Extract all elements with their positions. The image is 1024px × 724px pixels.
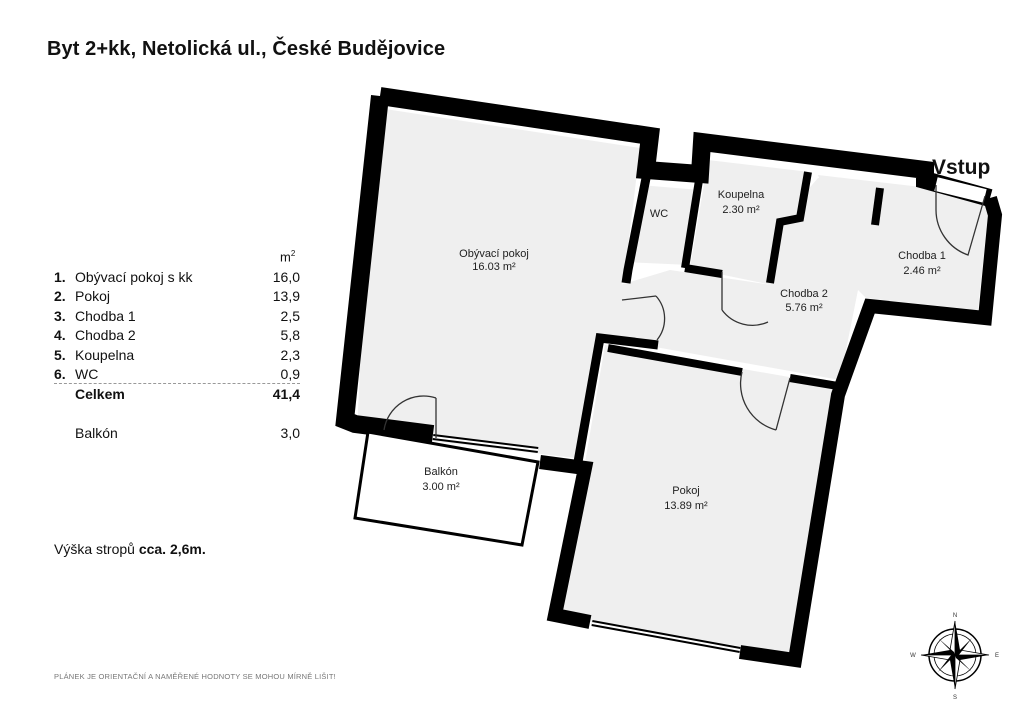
door-koupelna xyxy=(721,272,769,326)
door-balcony xyxy=(383,395,437,438)
wall-chodba-divider xyxy=(871,187,884,226)
area-pokoj: 13.89 m² xyxy=(664,500,708,512)
balcony-window-glass xyxy=(432,436,539,451)
floor-koupelna xyxy=(690,160,810,285)
wall-wc-east xyxy=(681,173,704,269)
room-labels: Obývací pokoj 16.03 m² WC Koupelna 2.30 … xyxy=(422,156,990,512)
door-wc xyxy=(621,295,666,341)
label-wc: WC xyxy=(650,208,668,220)
label-obyvaci: Obývací pokoj xyxy=(459,248,529,260)
wall-koupelna-south xyxy=(684,264,723,278)
area-chodba2: 5.76 m² xyxy=(785,302,823,314)
label-koupelna: Koupelna xyxy=(718,189,765,201)
wall-pokoj-top-b xyxy=(789,374,839,390)
entrance-label: Vstup xyxy=(932,156,990,179)
page-title: Byt 2+kk, Netolická ul., České Budějovic… xyxy=(47,38,446,60)
label-chodba2: Chodba 2 xyxy=(780,288,828,300)
balcony xyxy=(353,430,540,547)
area-koupelna: 2.30 m² xyxy=(722,204,760,216)
area-balkon: 3.00 m² xyxy=(422,481,460,493)
entrance-opening xyxy=(934,177,987,203)
wall-north xyxy=(378,87,993,207)
floors xyxy=(357,107,990,655)
windows xyxy=(591,177,987,653)
table-divider xyxy=(54,383,300,384)
area-chodba1: 2.46 m² xyxy=(903,265,941,277)
label-pokoj: Pokoj xyxy=(672,485,700,497)
walls xyxy=(335,87,1003,668)
wall-south xyxy=(539,455,594,629)
area-obyvaci: 16.03 m² xyxy=(472,261,516,273)
pokoj-window-glass xyxy=(591,622,741,651)
door-pokoj xyxy=(739,371,791,431)
area-unit: m2 xyxy=(280,249,296,265)
wall-living-pokoj xyxy=(573,333,659,463)
floor-chodba2 xyxy=(605,178,870,380)
compass-icon: N S W E xyxy=(910,613,999,701)
wall-koupelna-east xyxy=(766,171,812,284)
compass-e: E xyxy=(995,653,999,659)
floor-pokoj xyxy=(560,345,835,655)
compass-w: W xyxy=(910,653,916,659)
ceiling-height: Výška stropů cca. 2,6m. xyxy=(54,541,206,557)
wall-wc-west xyxy=(621,167,653,284)
wall-east xyxy=(738,196,1003,668)
disclaimer-note: PLÁNEK JE ORIENTAČNÍ A NAMĚŘENÉ HODNOTY … xyxy=(54,672,336,681)
floor-obyvaci xyxy=(357,107,640,460)
doors xyxy=(383,185,986,438)
wall-pokoj-top-a xyxy=(607,344,743,376)
compass-n: N xyxy=(953,613,957,619)
label-chodba1: Chodba 1 xyxy=(898,250,946,262)
label-balkon: Balkón xyxy=(424,466,458,478)
compass-s: S xyxy=(953,695,957,701)
door-entrance xyxy=(935,185,986,256)
balcony-outline xyxy=(353,430,540,547)
wall-west xyxy=(335,95,435,443)
